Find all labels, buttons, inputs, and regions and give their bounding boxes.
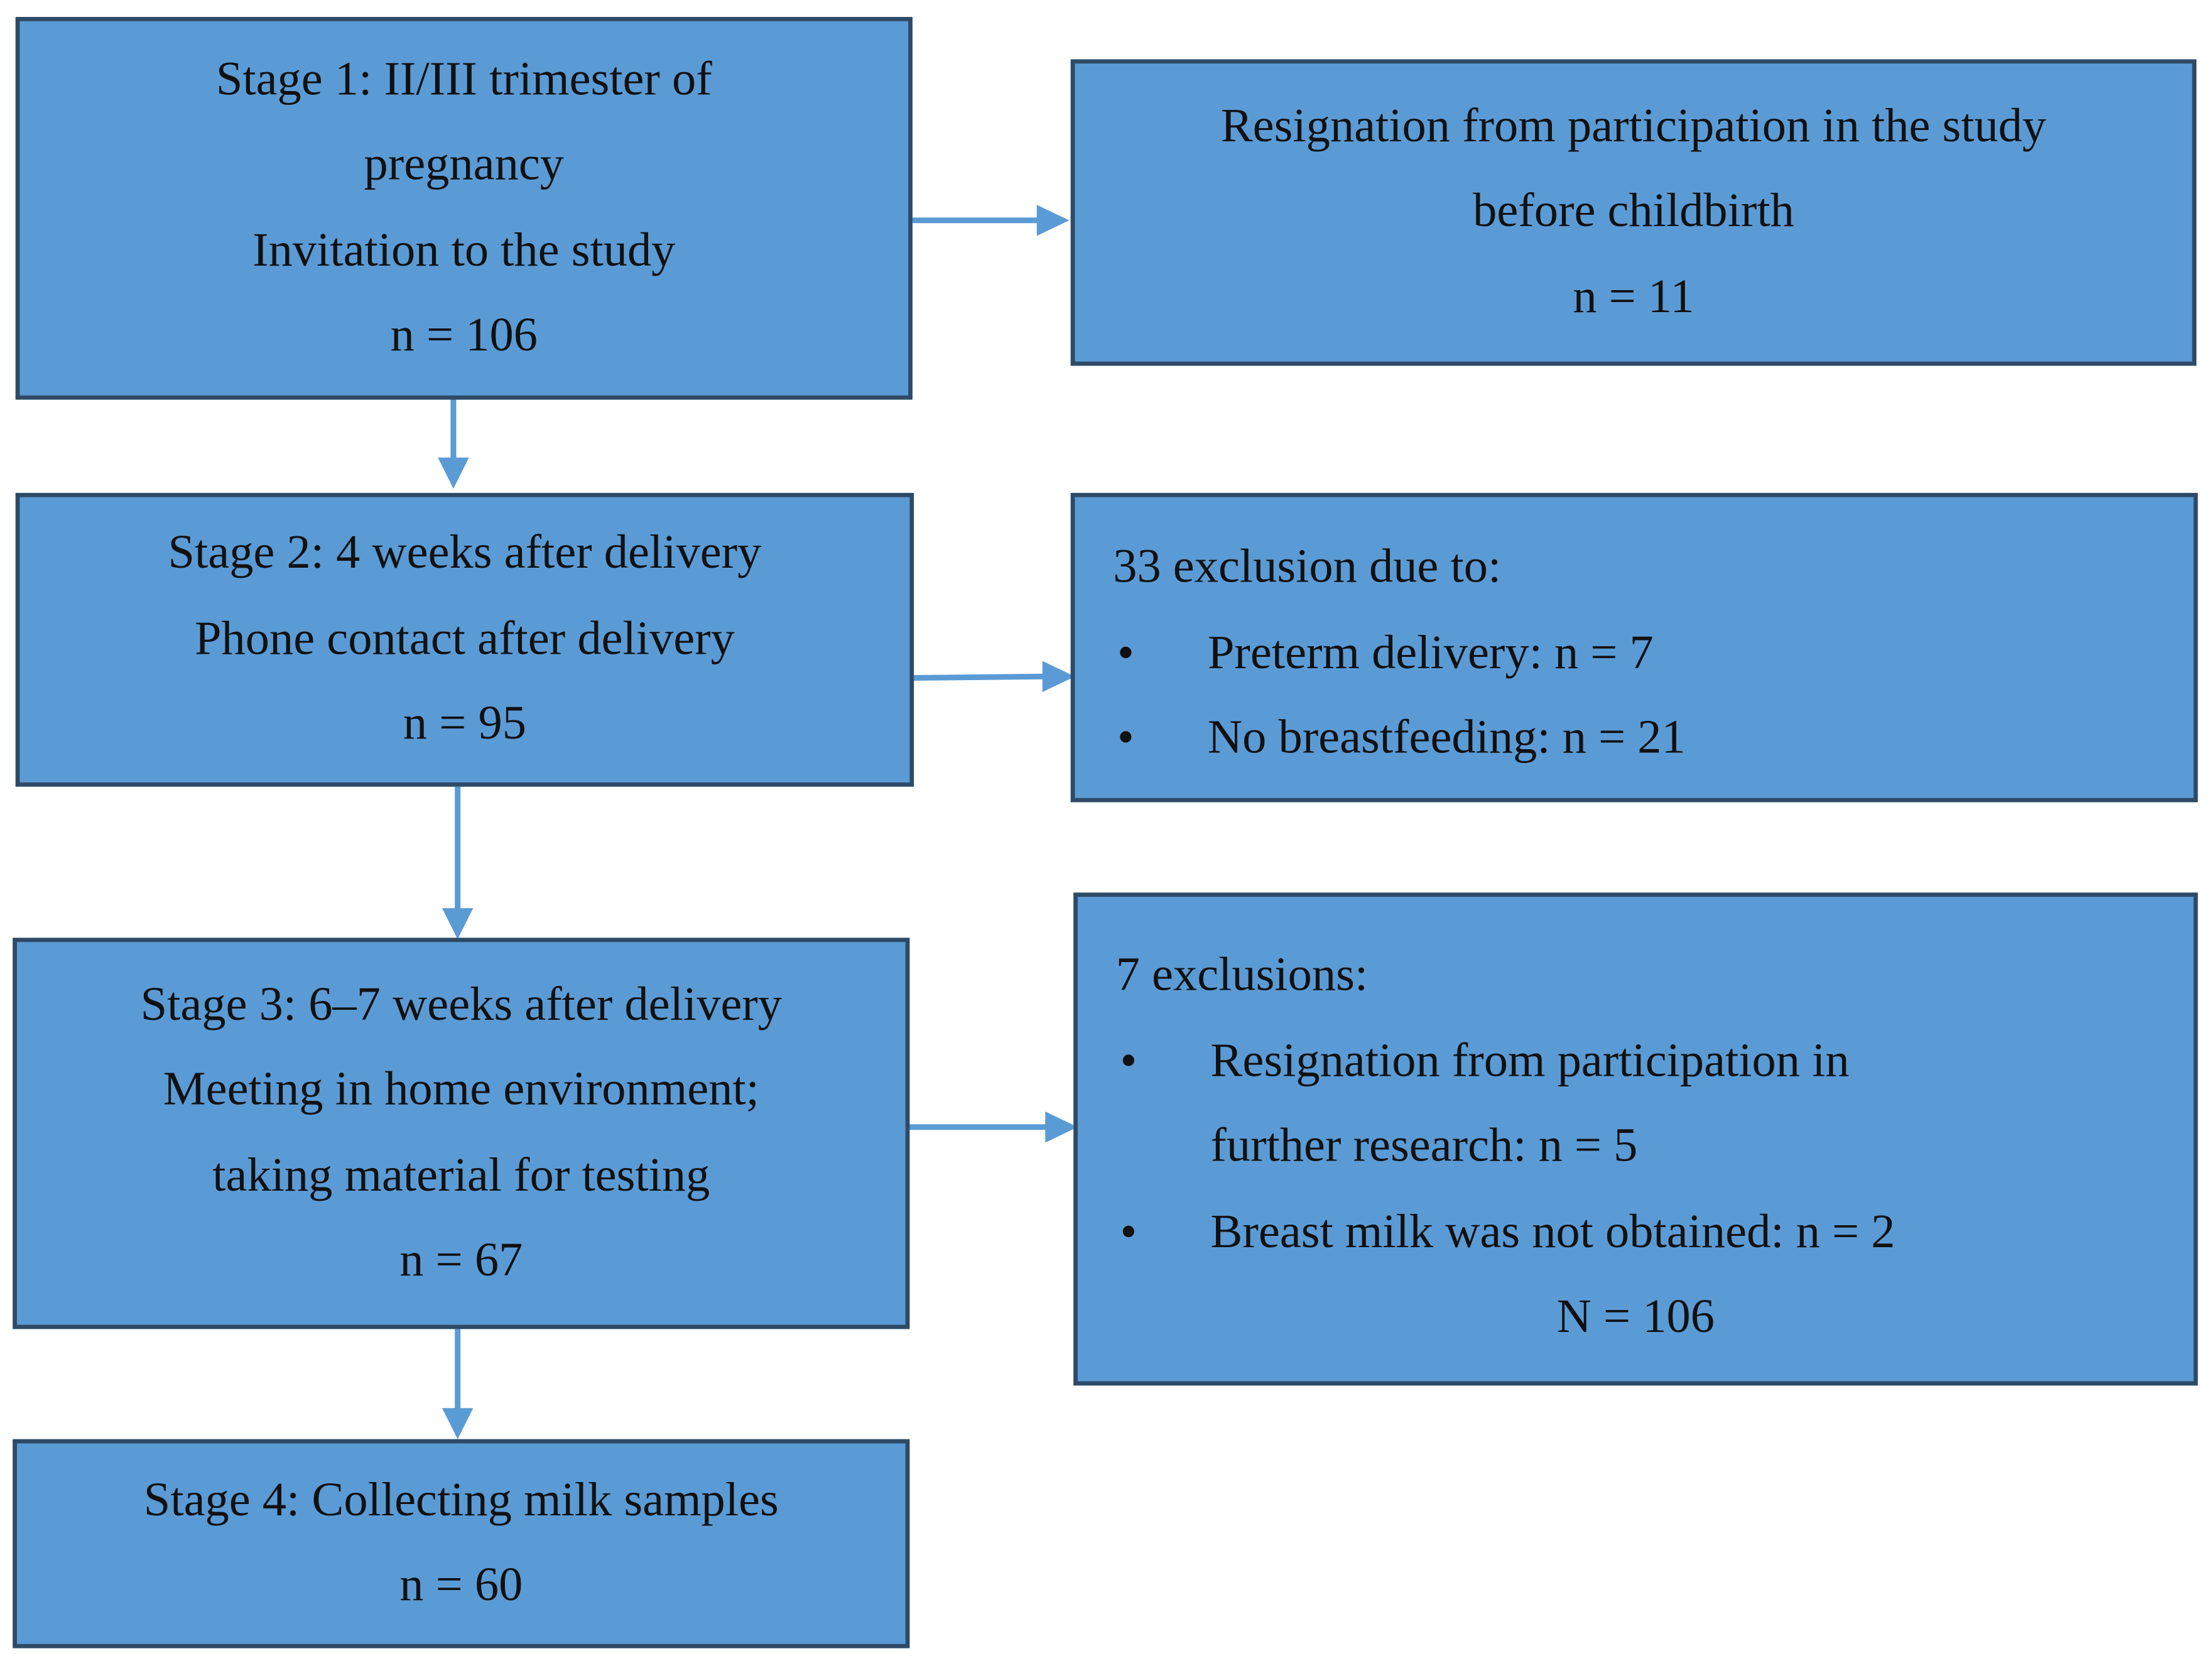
stage3-box: Stage 3: 6–7 weeks after delivery Meetin… bbox=[13, 938, 910, 1329]
stage2-box: Stage 2: 4 weeks after delivery Phone co… bbox=[15, 492, 914, 787]
stage4-box: Stage 4: Collecting milk samples n = 60 bbox=[13, 1439, 910, 1648]
bullet-icon: • bbox=[1117, 712, 1134, 764]
stage1-line-1: Stage 1: II/III trimester of bbox=[215, 53, 712, 106]
exclusion3-item1-line2: further research: n = 5 bbox=[1210, 1120, 1638, 1172]
stage1-box: Stage 1: II/III trimester of pregnancy I… bbox=[15, 16, 913, 400]
exclusion3-total: N = 106 bbox=[1556, 1291, 1715, 1343]
exclusion1-line-1: Resignation from participation in the st… bbox=[1220, 100, 2047, 153]
stage1-line-2: pregnancy bbox=[364, 138, 565, 191]
stage2-count: n = 95 bbox=[403, 698, 526, 750]
stage4-line-1: Stage 4: Collecting milk samples bbox=[143, 1473, 779, 1527]
exclusion1-count: n = 11 bbox=[1573, 271, 1694, 323]
bullet-icon: • bbox=[1120, 1205, 1137, 1258]
stage2-line-2: Phone contact after delivery bbox=[194, 612, 735, 665]
arrow-stage3-to-exclusion3 bbox=[909, 1111, 1078, 1143]
exclusion3-item2: Breast milk was not obtained: n = 2 bbox=[1210, 1205, 1895, 1258]
exclusion2-heading: 33 exclusion due to: bbox=[1113, 541, 1502, 593]
stage1-count: n = 106 bbox=[390, 309, 538, 362]
exclusion1-box: Resignation from participation in the st… bbox=[1070, 59, 2197, 366]
bullet-icon: • bbox=[1117, 626, 1134, 679]
stage2-line-1: Stage 2: 4 weeks after delivery bbox=[168, 527, 762, 580]
exclusion2-item-text: Preterm delivery: n = 7 bbox=[1207, 626, 1654, 679]
bullet-icon: • bbox=[1120, 1034, 1137, 1087]
exclusion3-item-resignation: • Resignation from participation in bbox=[1116, 1019, 2155, 1105]
exclusion1-line-2: before childbirth bbox=[1473, 185, 1794, 238]
stage3-line-2: Meeting in home environment; bbox=[163, 1063, 759, 1116]
stage3-line-1: Stage 3: 6–7 weeks after delivery bbox=[140, 978, 782, 1031]
arrow-stage1-to-stage2 bbox=[438, 398, 469, 489]
exclusion3-item1-line1: Resignation from participation in bbox=[1210, 1034, 1850, 1087]
arrow-stage3-to-stage4 bbox=[442, 1328, 474, 1439]
exclusion3-heading: 7 exclusions: bbox=[1115, 949, 1369, 1002]
exclusion2-item-text: No breastfeeding: n = 21 bbox=[1207, 712, 1686, 764]
exclusion2-item-preterm: • Preterm delivery: n = 7 bbox=[1113, 611, 2193, 696]
stage1-line-3: Invitation to the study bbox=[252, 224, 676, 276]
stage4-count: n = 60 bbox=[399, 1559, 523, 1612]
exclusion3-box: 7 exclusions: • Resignation from partici… bbox=[1073, 892, 2198, 1386]
arrow-stage1-to-exclusion1 bbox=[912, 205, 1070, 236]
stage3-line-3: taking material for testing bbox=[212, 1149, 710, 1201]
arrow-stage2-to-exclusion2 bbox=[912, 661, 1075, 693]
exclusion2-box: 33 exclusion due to: • Preterm delivery:… bbox=[1070, 492, 2198, 803]
stage3-count: n = 67 bbox=[399, 1234, 523, 1287]
arrow-stage2-to-stage3 bbox=[442, 786, 474, 939]
exclusion2-item-no-breastfeeding: • No breastfeeding: n = 21 bbox=[1113, 696, 2193, 782]
exclusion3-item-no-milk: • Breast milk was not obtained: n = 2 bbox=[1116, 1190, 2155, 1275]
